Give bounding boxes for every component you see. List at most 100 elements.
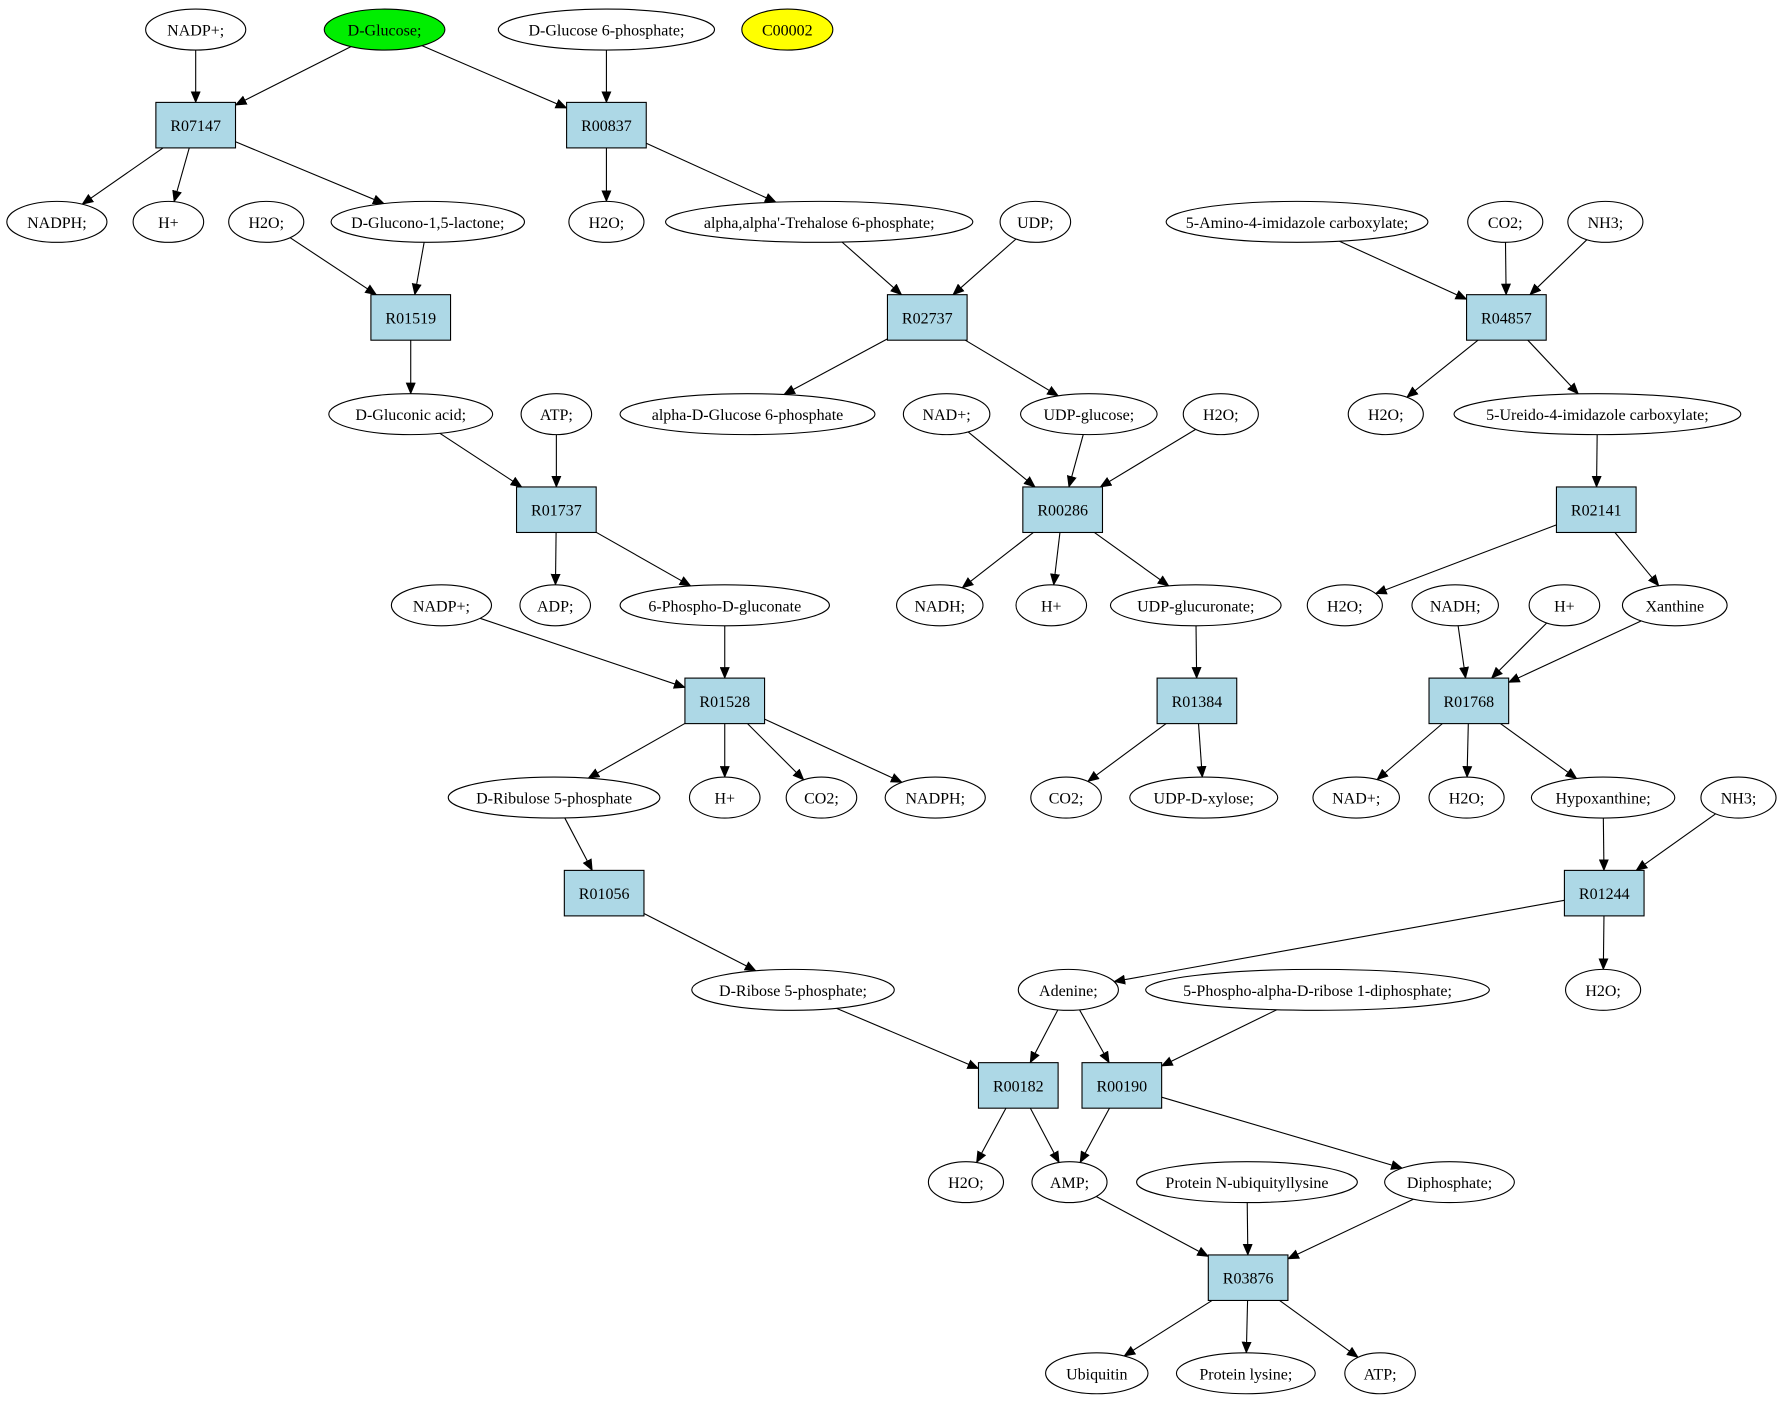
compound-node-adg6p[interactable]: alpha-D-Glucose 6-phosphate bbox=[619, 393, 876, 436]
compound-shape bbox=[741, 8, 834, 51]
reaction-node-r02737[interactable]: R02737 bbox=[886, 294, 968, 341]
compound-node-nadh-2[interactable]: NADH; bbox=[1411, 584, 1499, 627]
compound-node-h2o-7[interactable]: H2O; bbox=[1565, 968, 1642, 1011]
compound-node-atp-2[interactable]: ATP; bbox=[1344, 1352, 1416, 1395]
compound-shape bbox=[6, 200, 108, 243]
reaction-node-r04857[interactable]: R04857 bbox=[1466, 294, 1547, 341]
compound-node-h2o-5[interactable]: H2O; bbox=[1306, 584, 1383, 627]
reaction-node-r02141[interactable]: R02141 bbox=[1555, 486, 1637, 534]
compound-node-h2o-4[interactable]: H2O; bbox=[1347, 393, 1424, 436]
compound-node-adenine[interactable]: Adenine; bbox=[1017, 968, 1119, 1011]
compound-node-nadp-2[interactable]: NADP+; bbox=[390, 584, 493, 627]
reaction-label: R04857 bbox=[1481, 310, 1532, 327]
compound-node-adp[interactable]: ADP; bbox=[519, 584, 592, 627]
reaction-box bbox=[370, 294, 452, 341]
compound-node-nh3-2[interactable]: NH3; bbox=[1700, 776, 1777, 819]
edge-R07147-to-gluconolactone bbox=[235, 141, 385, 205]
edge-nadp_2-to-R01528 bbox=[479, 617, 686, 689]
reaction-label: R00190 bbox=[1096, 1078, 1147, 1095]
reaction-node-r01384[interactable]: R01384 bbox=[1156, 677, 1238, 725]
compound-shape bbox=[927, 1161, 1005, 1204]
compound-node-nad-1[interactable]: NAD+; bbox=[902, 393, 991, 436]
reaction-label: R01519 bbox=[385, 310, 436, 327]
compound-node-g6p-top[interactable]: D-Glucose 6-phosphate; bbox=[497, 8, 716, 51]
compound-node-c00002[interactable]: C00002 bbox=[741, 8, 834, 51]
compound-node-prpp[interactable]: 5-Phospho-alpha-D-ribose 1-diphosphate; bbox=[1145, 968, 1490, 1011]
reaction-box bbox=[1207, 1254, 1289, 1302]
compound-node-udpglc[interactable]: UDP-glucose; bbox=[1020, 393, 1158, 436]
compound-node-pgluconate[interactable]: 6-Phospho-D-gluconate bbox=[619, 584, 830, 627]
compound-node-ppi[interactable]: Diphosphate; bbox=[1384, 1161, 1515, 1204]
reaction-node-r01056[interactable]: R01056 bbox=[563, 869, 645, 917]
edge-R01737-to-adp bbox=[550, 532, 561, 586]
reaction-box bbox=[684, 677, 766, 725]
compound-node-r5p[interactable]: D-Ribose 5-phosphate; bbox=[691, 968, 895, 1011]
compound-node-nh3-1[interactable]: NH3; bbox=[1567, 200, 1644, 243]
compound-node-h2o-8[interactable]: H2O; bbox=[927, 1161, 1005, 1204]
compound-node-amp[interactable]: AMP; bbox=[1031, 1161, 1108, 1204]
compound-node-udpgluc[interactable]: UDP-glucuronate; bbox=[1109, 584, 1282, 627]
compound-node-hypox[interactable]: Hypoxanthine; bbox=[1530, 776, 1676, 819]
compound-node-trehalose6p[interactable]: alpha,alpha'-Trehalose 6-phosphate; bbox=[665, 200, 974, 243]
compound-node-h2o-2[interactable]: H2O; bbox=[568, 200, 645, 243]
compound-node-xanthine[interactable]: Xanthine bbox=[1621, 584, 1728, 627]
compound-node-gluconic[interactable]: D-Gluconic acid; bbox=[328, 393, 494, 436]
compound-shape bbox=[1165, 200, 1429, 243]
edge-nh3_1-to-R04857 bbox=[1529, 239, 1588, 296]
reaction-node-r01737[interactable]: R01737 bbox=[515, 486, 597, 534]
compound-node-ureido[interactable]: 5-Ureido-4-imidazole carboxylate; bbox=[1453, 393, 1742, 436]
edge-R03876-to-atp_2 bbox=[1279, 1300, 1359, 1358]
reaction-box bbox=[515, 486, 597, 534]
compound-node-nadp-top[interactable]: NADP+; bbox=[145, 8, 247, 51]
compound-node-co2-1[interactable]: CO2; bbox=[1467, 200, 1544, 243]
compound-node-ru5p[interactable]: D-Ribulose 5-phosphate bbox=[447, 776, 661, 819]
compound-shape bbox=[619, 393, 876, 436]
compound-label: D-Glucose; bbox=[348, 23, 422, 40]
compound-node-co2-2[interactable]: CO2; bbox=[785, 776, 858, 819]
reaction-node-r01768[interactable]: R01768 bbox=[1428, 677, 1510, 725]
compound-node-gluconolactone[interactable]: D-Glucono-1,5-lactone; bbox=[330, 200, 526, 243]
edge-R04857-to-h2o_4 bbox=[1406, 339, 1479, 398]
compound-node-h2o-1[interactable]: H2O; bbox=[228, 200, 305, 243]
compound-node-atp-1[interactable]: ATP; bbox=[520, 393, 593, 436]
compound-label: CO2; bbox=[804, 791, 839, 808]
compound-node-nadph-2[interactable]: NADPH; bbox=[884, 776, 986, 819]
reaction-node-r00182[interactable]: R00182 bbox=[977, 1062, 1059, 1109]
compound-node-aica[interactable]: 5-Amino-4-imidazole carboxylate; bbox=[1165, 200, 1429, 243]
compound-shape bbox=[520, 393, 593, 436]
compound-shape bbox=[619, 584, 830, 627]
compound-node-nadph-1[interactable]: NADPH; bbox=[6, 200, 108, 243]
compound-node-udpxyl[interactable]: UDP-D-xylose; bbox=[1129, 776, 1279, 819]
compound-node-dglucose[interactable]: D-Glucose; bbox=[323, 8, 446, 51]
compound-shape bbox=[1565, 968, 1642, 1011]
compound-shape bbox=[1621, 584, 1728, 627]
compound-node-h2o-6[interactable]: H2O; bbox=[1428, 776, 1505, 819]
compound-label: CO2; bbox=[1488, 215, 1523, 232]
compound-shape bbox=[1384, 1161, 1515, 1204]
edge-R00182-to-amp bbox=[1029, 1107, 1060, 1164]
reaction-node-r00837[interactable]: R00837 bbox=[566, 101, 647, 149]
reaction-node-r01244[interactable]: R01244 bbox=[1563, 869, 1645, 917]
compound-node-nadh-1[interactable]: NADH; bbox=[896, 584, 984, 627]
compound-node-hplus-4[interactable]: H+ bbox=[688, 776, 761, 819]
compound-node-co2-3[interactable]: CO2; bbox=[1030, 776, 1102, 819]
reaction-box bbox=[1563, 869, 1645, 917]
compound-node-ubiquitin[interactable]: Ubiquitin bbox=[1045, 1352, 1149, 1395]
reaction-node-r07147[interactable]: R07147 bbox=[155, 101, 237, 149]
compound-node-plys[interactable]: Protein lysine; bbox=[1175, 1352, 1316, 1395]
compound-node-hplus-3[interactable]: H+ bbox=[1528, 584, 1601, 627]
compound-node-hplus-2[interactable]: H+ bbox=[1015, 584, 1088, 627]
compound-node-udp[interactable]: UDP; bbox=[999, 200, 1072, 243]
compound-shape bbox=[1428, 776, 1505, 819]
compound-node-hplus-1[interactable]: H+ bbox=[132, 200, 205, 243]
reaction-node-r00190[interactable]: R00190 bbox=[1081, 1062, 1163, 1109]
compound-shape bbox=[1031, 1161, 1108, 1204]
compound-node-pnubq[interactable]: Protein N-ubiquityllysine bbox=[1136, 1161, 1358, 1204]
compound-node-h2o-3[interactable]: H2O; bbox=[1182, 393, 1259, 436]
reaction-node-r03876[interactable]: R03876 bbox=[1207, 1254, 1289, 1302]
compound-node-nad-2[interactable]: NAD+; bbox=[1312, 776, 1400, 819]
reaction-node-r01528[interactable]: R01528 bbox=[684, 677, 766, 725]
edge-R03876-to-ubiquitin bbox=[1123, 1299, 1213, 1357]
reaction-node-r00286[interactable]: R00286 bbox=[1022, 486, 1104, 534]
reaction-node-r01519[interactable]: R01519 bbox=[370, 294, 452, 341]
